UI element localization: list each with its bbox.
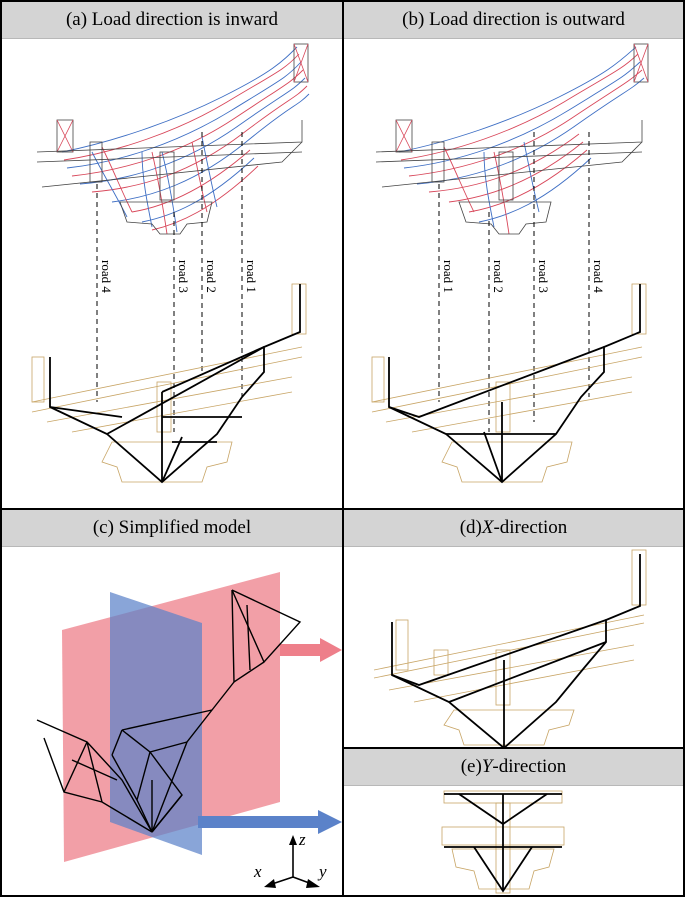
axis-triad: [264, 835, 320, 888]
outline: [373, 549, 647, 746]
axis-label-y: y: [319, 862, 327, 881]
panel-e-title: (e) Y-direction: [344, 749, 683, 786]
wireframe-model: [36, 589, 302, 833]
panel-e-suffix: -direction: [492, 756, 567, 777]
panel-c-simplified-model: (c) Simplified model z: [0, 508, 344, 897]
panel-d-axis: X: [481, 517, 494, 538]
road-label-3: road 2: [204, 260, 219, 293]
panel-d-suffix: -direction: [493, 517, 568, 538]
frame-model: [391, 554, 641, 747]
bracket-outline-top: [36, 43, 309, 235]
panel-e-y-direction: (e) Y-direction: [342, 747, 685, 897]
road-label-4: road 4: [591, 260, 606, 293]
axis-label-x: x: [254, 862, 262, 881]
panel-d-title: (d) X-direction: [344, 510, 683, 547]
red-arrow: [280, 638, 342, 662]
panel-c-drawing: [36, 572, 342, 888]
panel-d-prefix: (d): [459, 517, 482, 538]
blue-plane: [110, 592, 202, 855]
stress-flow-lines: [61, 46, 310, 235]
axis-label-z: z: [299, 830, 306, 849]
panel-a-inward: (a) Load direction is inward: [0, 0, 344, 510]
panel-b-outward: (b) Load direction is outward: [342, 0, 685, 510]
panel-e-prefix: (e): [460, 756, 482, 777]
frame-model: [444, 793, 562, 893]
panel-d-x-direction: (d) X-direction: [342, 508, 685, 749]
panel-d-drawing: [373, 549, 647, 747]
stress-flow-lines: [398, 46, 645, 235]
panel-e-axis: Y: [481, 756, 493, 777]
road-lines: [96, 132, 243, 432]
panel-a-title: (a) Load direction is inward: [2, 2, 342, 39]
frame-model: [49, 284, 301, 484]
lower-outline: [31, 283, 307, 483]
bracket-outline-top: [375, 43, 649, 235]
road-label-4: road 1: [244, 260, 259, 293]
panel-b-drawing: [371, 43, 649, 484]
frame-model: [388, 284, 641, 484]
road-label-1: road 1: [441, 260, 456, 293]
blue-arrow: [198, 810, 342, 834]
road-label-2: road 2: [491, 260, 506, 293]
panel-a-drawing: [31, 43, 310, 484]
panel-e-drawing: [441, 790, 565, 894]
road-label-3: road 3: [536, 260, 551, 293]
panel-b-title: (b) Load direction is outward: [344, 2, 683, 39]
road-label-1: road 4: [99, 260, 114, 293]
road-label-2: road 3: [176, 260, 191, 293]
panel-c-title: (c) Simplified model: [2, 510, 342, 547]
